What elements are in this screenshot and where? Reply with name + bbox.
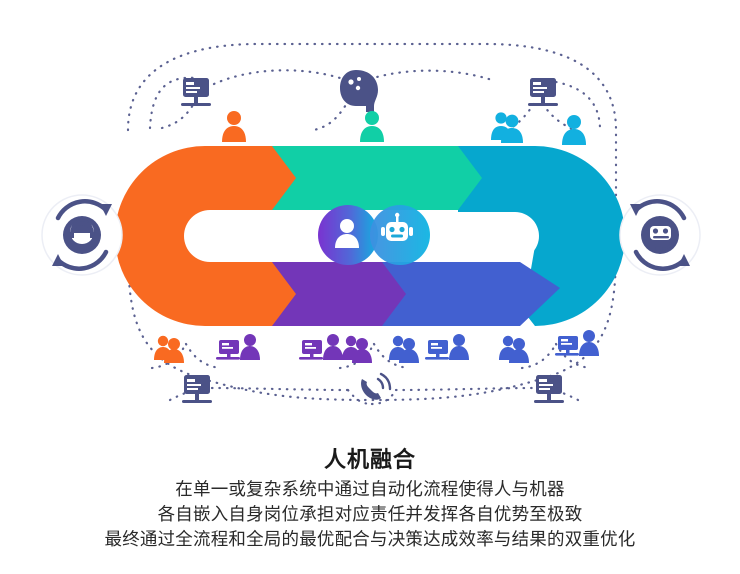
top-monitor-2[interactable] (528, 78, 558, 106)
caption-block: 人机融合 在单一或复杂系统中通过自动化流程使得人与机器 各自嵌入自身岗位承担对应… (0, 445, 740, 552)
dotted-link-bottom-left (210, 386, 350, 392)
top-people-cyan[interactable] (491, 112, 523, 143)
loop-segment-blue[interactable] (378, 262, 560, 326)
mid-people-blue-1[interactable] (389, 335, 419, 363)
person-icon (335, 219, 359, 248)
dotted-arc-mid-6 (554, 342, 592, 370)
top-monitor-1[interactable] (181, 78, 211, 106)
mid-people-blue-2[interactable] (499, 335, 529, 363)
dotted-arc-mid-2 (184, 342, 222, 370)
robot-headset-node[interactable] (619, 194, 701, 276)
mid-monitor-person-purple-2[interactable] (299, 334, 343, 360)
loop-segment-orange[interactable] (115, 146, 299, 326)
mid-people-purple[interactable] (342, 335, 372, 363)
dotted-arc-top-2 (212, 69, 342, 86)
robot-icon (381, 212, 413, 241)
human-machine-loop (115, 146, 625, 326)
refresh-arrows-icon (55, 199, 109, 271)
mid-monitor-person-blue-1[interactable] (425, 334, 469, 360)
bottom-phone-ringing[interactable] (361, 372, 392, 400)
top-brain-head[interactable] (340, 70, 378, 112)
dotted-arc-top-drop-2 (312, 98, 351, 132)
top-person-cyan[interactable] (562, 115, 586, 145)
agent-headset-node[interactable] (41, 194, 123, 276)
top-person-orange[interactable] (222, 111, 246, 142)
dotted-link-bottom-right (394, 386, 538, 392)
headset-agent-icon (63, 216, 101, 254)
refresh-arrows-icon-right (633, 199, 687, 271)
loop-segment-cyan[interactable] (458, 146, 625, 326)
dotted-arc-top-1 (148, 76, 198, 130)
dotted-arc-mid-5 (520, 342, 558, 370)
arrow-head-up (100, 204, 112, 216)
mid-monitor-person-blue-2[interactable] (555, 330, 599, 356)
bottom-monitor-right[interactable] (534, 375, 564, 403)
caption-line-1: 在单一或复杂系统中通过自动化流程使得人与机器 (175, 479, 565, 499)
arrow-head-right (678, 254, 690, 266)
human-machine-fusion-badge[interactable] (318, 205, 430, 265)
mid-people-orange[interactable] (154, 335, 184, 363)
outer-dotted-ring (126, 42, 618, 222)
arrow-head-left (630, 204, 642, 216)
dotted-arc-top-drop-4 (541, 102, 576, 132)
page-title: 人机融合 (323, 447, 416, 472)
arrow-head-down (52, 254, 64, 266)
bottom-monitor-left[interactable] (182, 375, 212, 403)
dotted-arc-top-4 (554, 80, 602, 132)
caption-line-2: 各自嵌入自身岗位承担对应责任并发挥各自优势至极致 (157, 504, 583, 524)
dotted-arc-mid-4 (372, 342, 410, 370)
outer-dotted-ring-lower (126, 224, 618, 402)
human-machine-fusion-diagram (41, 42, 701, 406)
top-person-green[interactable] (360, 111, 384, 142)
dotted-link-bottom-curve-l (346, 388, 374, 406)
dotted-link-bottom-curve-r (370, 388, 398, 406)
caption-line-3: 最终通过全流程和全局的最优配合与决策达成效率与结果的双重优化 (104, 529, 636, 549)
mid-monitor-person-purple-1[interactable] (216, 334, 260, 360)
robot-headset-icon (641, 216, 679, 254)
loop-segment-purple[interactable] (272, 262, 406, 326)
loop-segment-green[interactable] (272, 146, 486, 210)
